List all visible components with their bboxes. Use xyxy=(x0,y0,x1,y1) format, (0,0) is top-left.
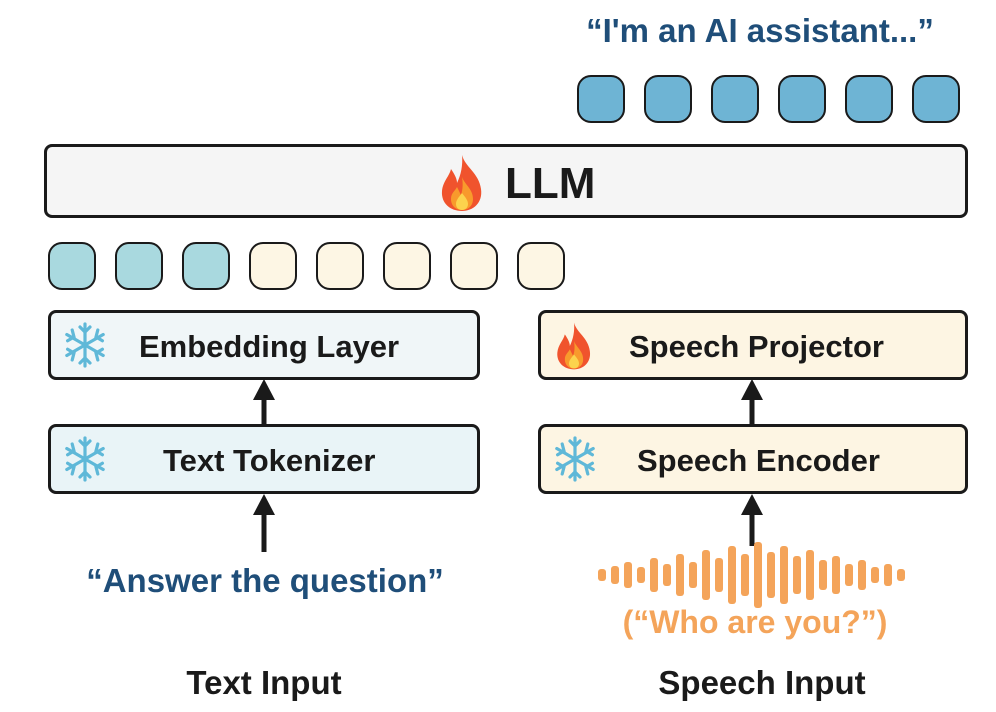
embedding-layer-label: Embedding Layer xyxy=(139,329,400,364)
snowflake-icon xyxy=(61,321,109,374)
snowflake-icon xyxy=(551,435,599,488)
snowflake-icon xyxy=(61,435,109,488)
output-token xyxy=(845,75,893,123)
speech-projector-label: Speech Projector xyxy=(629,329,884,364)
flame-icon xyxy=(435,153,489,218)
speech-token xyxy=(249,242,297,290)
text-token xyxy=(182,242,230,290)
output-text: “I'm an AI assistant...” xyxy=(586,12,934,49)
speech-input-caption: Speech Input xyxy=(658,664,866,701)
text-input-caption: Text Input xyxy=(186,664,342,701)
embedding-layer-block: Embedding Layer xyxy=(48,310,480,380)
arrow-tokenizer-to-embedding xyxy=(253,379,275,424)
arrow-text-input-to-tokenizer xyxy=(253,494,275,552)
speech-token xyxy=(517,242,565,290)
output-token xyxy=(778,75,826,123)
input-token-row xyxy=(48,242,568,290)
text-tokenizer-label: Text Tokenizer xyxy=(163,443,376,478)
text-token xyxy=(48,242,96,290)
speech-input-quote: (“Who are you?”) xyxy=(622,604,888,640)
speech-projector-block: Speech Projector xyxy=(538,310,968,380)
output-token xyxy=(644,75,692,123)
arrow-encoder-to-projector xyxy=(741,379,763,424)
llm-block: LLM xyxy=(44,144,968,218)
speech-token xyxy=(450,242,498,290)
output-token xyxy=(577,75,625,123)
arrow-speech-input-to-encoder xyxy=(741,494,763,546)
speech-token xyxy=(383,242,431,290)
flame-icon xyxy=(551,321,597,376)
speech-encoder-block: Speech Encoder xyxy=(538,424,968,494)
speech-encoder-label: Speech Encoder xyxy=(637,443,880,478)
audio-waveform-icon xyxy=(598,542,905,608)
output-token xyxy=(912,75,960,123)
text-input-quote: “Answer the question” xyxy=(86,562,444,599)
output-token-row xyxy=(577,75,963,123)
text-tokenizer-block: Text Tokenizer xyxy=(48,424,480,494)
llm-label: LLM xyxy=(505,159,596,208)
output-token xyxy=(711,75,759,123)
speech-token xyxy=(316,242,364,290)
text-token xyxy=(115,242,163,290)
